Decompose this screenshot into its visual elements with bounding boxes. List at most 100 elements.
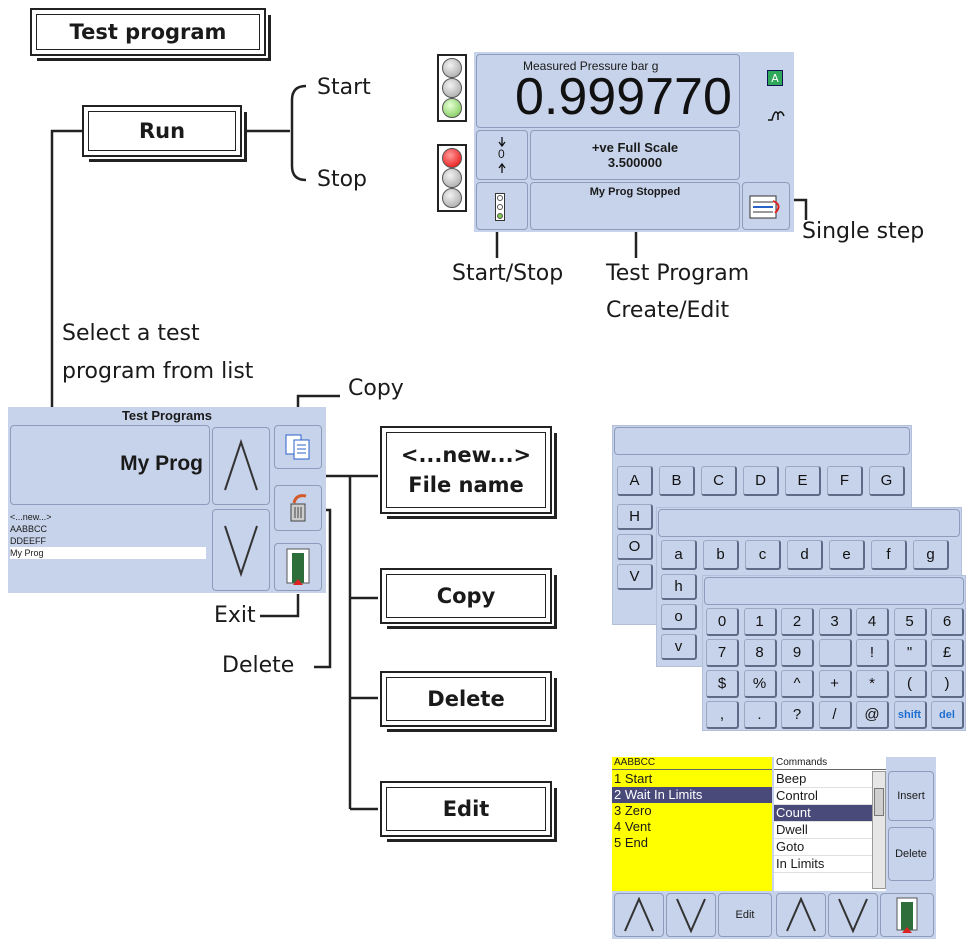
run-box[interactable]: Run bbox=[82, 105, 247, 162]
key-3[interactable]: 3 bbox=[818, 608, 852, 636]
key-6[interactable]: 6 bbox=[931, 608, 964, 636]
copy-box[interactable]: Copy bbox=[380, 568, 557, 629]
key-)[interactable]: ) bbox=[931, 670, 964, 698]
insert-button[interactable]: Insert bbox=[888, 771, 934, 821]
key-o[interactable]: o bbox=[661, 604, 697, 630]
key-D[interactable]: D bbox=[743, 466, 779, 496]
key-E[interactable]: E bbox=[785, 466, 821, 496]
delete-command-button[interactable]: Delete bbox=[888, 827, 934, 881]
status-panel[interactable]: My Prog Stopped bbox=[530, 182, 740, 230]
key-f[interactable]: f bbox=[871, 540, 907, 570]
key-g[interactable]: g bbox=[913, 540, 949, 570]
command-item[interactable]: Beep bbox=[774, 771, 872, 788]
full-scale-panel[interactable]: +ve Full Scale 3.500000 bbox=[530, 130, 740, 180]
key-h[interactable]: h bbox=[661, 574, 697, 600]
text-entry-field[interactable] bbox=[704, 577, 964, 605]
key-([interactable]: ( bbox=[893, 670, 927, 698]
delete-button[interactable] bbox=[274, 485, 322, 531]
command-item-selected[interactable]: Count bbox=[774, 805, 872, 822]
command-item[interactable]: In Limits bbox=[774, 856, 872, 873]
key-a[interactable]: a bbox=[661, 540, 697, 570]
key-A[interactable]: A bbox=[617, 466, 653, 496]
key-blank[interactable] bbox=[818, 639, 852, 667]
key-v[interactable]: v bbox=[661, 634, 697, 660]
key-2[interactable]: 2 bbox=[781, 608, 814, 636]
key-del[interactable]: del bbox=[931, 701, 964, 729]
edit-step-button[interactable]: Edit bbox=[718, 893, 772, 937]
key-^[interactable]: ^ bbox=[781, 670, 814, 698]
arrows-up-down-icon bbox=[495, 135, 509, 179]
list-item[interactable]: <...new...> bbox=[10, 512, 52, 522]
key-G[interactable]: G bbox=[869, 466, 905, 496]
key-shift[interactable]: shift bbox=[893, 701, 927, 729]
key-+[interactable]: + bbox=[818, 670, 852, 698]
key-@[interactable]: @ bbox=[856, 701, 889, 729]
key-.[interactable]: . bbox=[743, 701, 777, 729]
key-,[interactable]: , bbox=[706, 701, 739, 729]
command-item[interactable]: Dwell bbox=[774, 822, 872, 839]
key-b[interactable]: b bbox=[703, 540, 739, 570]
lamp-top bbox=[442, 58, 462, 78]
delete-box[interactable]: Delete bbox=[380, 671, 557, 732]
text-entry-field[interactable] bbox=[614, 427, 910, 455]
key-B[interactable]: B bbox=[659, 466, 695, 496]
list-item-selected[interactable]: My Prog bbox=[10, 547, 206, 559]
selected-program-panel[interactable]: My Prog bbox=[10, 425, 210, 505]
key-8[interactable]: 8 bbox=[743, 639, 777, 667]
step-down-button[interactable] bbox=[666, 893, 716, 937]
step-item[interactable]: 1 Start bbox=[614, 771, 653, 786]
key-7[interactable]: 7 bbox=[706, 639, 739, 667]
key-F[interactable]: F bbox=[827, 466, 863, 496]
key-c[interactable]: c bbox=[745, 540, 781, 570]
edit-box[interactable]: Edit bbox=[380, 781, 557, 842]
key-/[interactable]: / bbox=[818, 701, 852, 729]
command-item[interactable]: Goto bbox=[774, 839, 872, 856]
key-£[interactable]: £ bbox=[931, 639, 964, 667]
key-C[interactable]: C bbox=[701, 466, 737, 496]
key-O[interactable]: O bbox=[617, 534, 653, 560]
key-$[interactable]: $ bbox=[706, 670, 739, 698]
start-stop-button[interactable] bbox=[476, 182, 528, 230]
new-file-box[interactable]: <...new...> File name bbox=[380, 426, 557, 519]
key-d[interactable]: d bbox=[787, 540, 823, 570]
delete-command-label: Delete bbox=[895, 848, 927, 860]
key-5[interactable]: 5 bbox=[893, 608, 927, 636]
key-![interactable]: ! bbox=[856, 639, 889, 667]
step-item[interactable]: 4 Vent bbox=[614, 819, 651, 834]
command-down-button[interactable] bbox=[828, 893, 878, 937]
commands-scrollbar[interactable] bbox=[872, 771, 886, 889]
key-"[interactable]: " bbox=[893, 639, 927, 667]
step-item-selected[interactable]: 2 Wait In Limits bbox=[612, 787, 772, 803]
text-entry-field[interactable] bbox=[658, 509, 960, 537]
command-up-button[interactable] bbox=[776, 893, 826, 937]
direction-button[interactable]: 0 bbox=[476, 130, 528, 180]
key-V[interactable]: V bbox=[617, 564, 653, 590]
key-9[interactable]: 9 bbox=[781, 639, 814, 667]
key-e[interactable]: e bbox=[829, 540, 865, 570]
copy-button[interactable] bbox=[274, 425, 322, 469]
up-button[interactable] bbox=[212, 427, 270, 505]
key-%[interactable]: % bbox=[743, 670, 777, 698]
down-button[interactable] bbox=[212, 509, 270, 591]
copy-icon bbox=[285, 434, 310, 460]
scroll-thumb[interactable] bbox=[874, 788, 884, 816]
key-H[interactable]: H bbox=[617, 504, 653, 530]
list-item[interactable]: DDEEFF bbox=[10, 536, 46, 546]
insert-label: Insert bbox=[897, 790, 925, 802]
key-?[interactable]: ? bbox=[781, 701, 814, 729]
editor-exit-button[interactable] bbox=[880, 893, 934, 937]
list-item[interactable]: AABBCC bbox=[10, 524, 48, 534]
step-up-button[interactable] bbox=[614, 893, 664, 937]
key-1[interactable]: 1 bbox=[743, 608, 777, 636]
copy-box-label: Copy bbox=[386, 574, 546, 618]
step-item[interactable]: 5 End bbox=[614, 835, 648, 850]
key-0[interactable]: 0 bbox=[706, 608, 739, 636]
key-4[interactable]: 4 bbox=[856, 608, 889, 636]
reading-panel[interactable]: Measured Pressure bar g 0.999770 bbox=[476, 54, 740, 128]
key-*[interactable]: * bbox=[856, 670, 889, 698]
exit-button[interactable] bbox=[274, 543, 322, 591]
command-item[interactable]: Control bbox=[774, 788, 872, 805]
step-item[interactable]: 3 Zero bbox=[614, 803, 652, 818]
single-step-button[interactable] bbox=[742, 182, 790, 230]
